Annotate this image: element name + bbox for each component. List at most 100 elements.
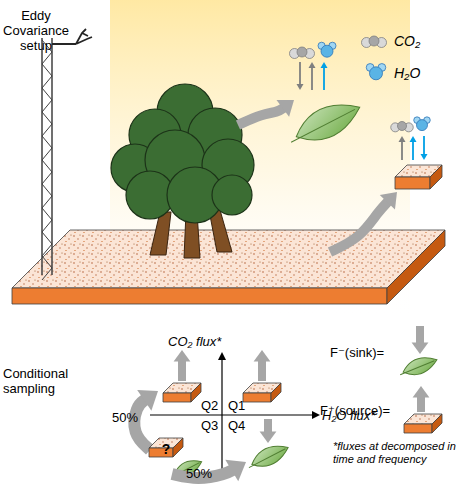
sign-key [416,326,424,344]
quadrant-axes [218,352,226,360]
flux-tower [42,88,52,100]
soil-exchange [330,201,388,252]
leaf-icon [400,361,435,375]
legend-text: H₂O [394,65,420,81]
co2-molecule [391,122,414,132]
soil-exchange [412,141,414,160]
soil-exchange [401,141,403,160]
soil-platform [387,230,445,304]
h2o-molecule [417,120,428,131]
footnote: *fluxes at decomposed in time and freque… [333,440,457,466]
canopy-exchange [321,62,328,68]
sign-key [432,414,442,433]
flux-tower [52,43,76,45]
flux-tower [42,100,52,112]
quadrant-axes [150,352,320,472]
quadrant-icons [137,390,158,411]
quadrant-label: Q1 [228,398,245,413]
quadrant-label: Q4 [228,418,245,433]
quadrant-icons [225,460,246,482]
soil-platform [12,288,387,304]
setup-label: Eddy Covariance setup [0,8,72,53]
flux-tower [42,184,52,196]
soil-exchange [395,177,430,189]
canopy-exchange [299,62,301,85]
h2o-molecule [321,45,333,57]
quadrant-icons [271,383,281,402]
flux-tower [41,38,43,275]
flux-tower [42,148,52,160]
quadrant-icons [191,383,201,402]
co2-molecule [362,36,387,48]
flux-tower [42,208,52,220]
canopy-exchange [309,62,316,68]
share-label: 50% [112,410,138,425]
quadrant-label: Q2 [201,398,218,413]
source-label: F⁺(source)= [320,403,390,418]
quadrant-label: Q3 [201,418,218,433]
legend-symbols [362,36,387,80]
flux-tower [76,29,92,44]
quadrant-axes [312,411,320,419]
flux-tower [51,38,53,275]
leaf-icon [284,94,366,153]
canopy-exchange [277,100,295,117]
leaf-icon [290,109,356,142]
quadrant-icons [174,350,191,361]
axis-label: CO₂ flux* [168,334,221,349]
quadrant-axes [150,414,314,415]
h2o-molecule [366,64,386,80]
quadrant-icons [163,393,191,402]
co2-molecule [369,36,379,46]
soil-block-shape [173,438,183,457]
soil-exchange [421,154,428,160]
co2-molecule [290,47,315,59]
quadrant-icons [258,360,266,381]
leaf-icon [245,440,292,474]
flux-tower [42,268,52,280]
sign-key [417,396,425,412]
flux-tower [42,256,52,268]
flux-tower [42,220,52,232]
co2-molecule [297,47,307,57]
canopy-exchange [238,42,366,153]
canopy-exchange [311,67,313,90]
quadrant-icons [178,360,186,381]
flux-tower [42,29,92,280]
co2-molecule [398,122,407,131]
question-mark: ? [148,441,184,457]
flux-tower [42,232,52,244]
sink-label: F⁻(sink)= [330,345,384,360]
soil-exchange [423,136,425,155]
quadrant-icons [254,350,271,361]
canopy-exchange [297,84,304,90]
legend-text: CO₂ [394,33,420,49]
flux-tower [42,124,52,136]
quadrant-icons [260,432,277,443]
share-label: 50% [186,466,212,481]
leaf-icon [400,353,439,380]
unknown-soil-box: ? [148,437,186,467]
h2o-molecule [370,67,383,80]
tree [212,175,252,215]
flux-tower [42,136,52,148]
soil-exchange [430,165,442,189]
sign-key [397,326,442,433]
section-label: Conditional sampling [3,366,83,396]
leaf-icon [397,353,439,381]
flux-tower [42,52,52,64]
soil-block-shape [149,438,183,457]
quadrant-icons [243,393,271,402]
quadrant-icons [134,350,291,481]
canopy-exchange [238,108,284,125]
flux-tower [42,112,52,124]
h2o-molecule [414,117,431,131]
flux-tower [42,160,52,172]
flux-tower [42,76,52,88]
soil-exchange [380,192,397,209]
soil-exchange [330,117,442,252]
flux-tower [42,244,52,256]
flux-tower [42,64,52,76]
flux-tower [42,196,52,208]
